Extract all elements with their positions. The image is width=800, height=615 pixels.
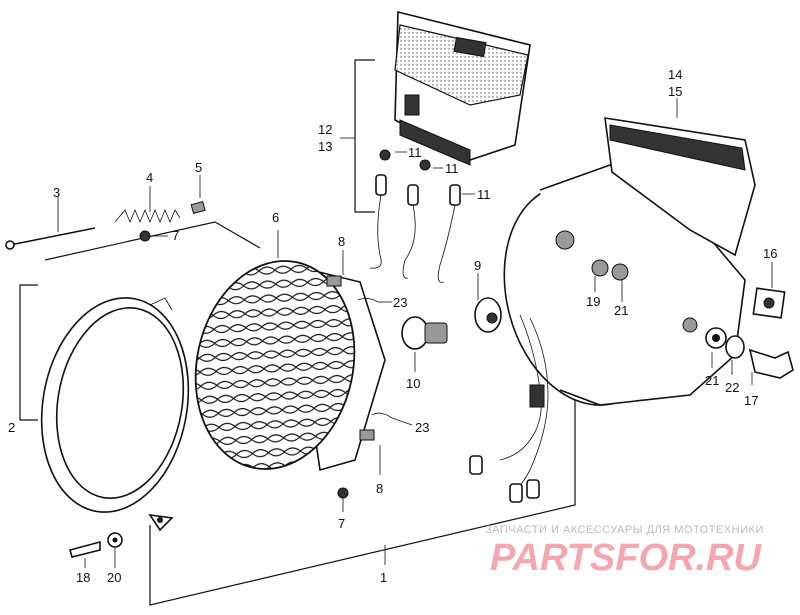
speedometer-unit [340,10,531,213]
label-20: 20 [107,570,121,585]
label-8b: 8 [376,481,383,496]
label-17: 17 [744,393,758,408]
part-labels: 1 2 3 4 5 6 7 7 8 8 9 10 11 11 11 12 13 … [8,67,777,585]
label-5: 5 [195,160,202,175]
headlight-lens-unit [194,230,413,512]
label-4: 4 [146,170,153,185]
watermark: ЗАПЧАСТИ И АКСЕССУАРЫ ДЛЯ МОТОТЕХНИКИ PA… [485,524,764,579]
label-1: 1 [380,570,387,585]
label-10: 10 [406,376,420,391]
label-9: 9 [474,258,481,273]
label-21a: 21 [614,303,628,318]
headlight-case [469,98,756,503]
headlight-rim [19,284,190,532]
label-22: 22 [725,380,739,395]
label-15: 15 [668,84,682,99]
label-8a: 8 [338,234,345,249]
label-19: 19 [586,294,600,309]
label-3: 3 [53,185,60,200]
bulb-and-socket [401,273,502,372]
label-23a: 23 [393,295,407,310]
label-13: 13 [318,139,332,154]
label-14: 14 [668,67,682,82]
label-16: 16 [763,246,777,261]
pilot-lamp-wires [369,149,475,283]
bottom-bolt-and-washer [69,532,123,568]
mounting-hardware [705,262,794,385]
label-23b: 23 [415,420,429,435]
label-18: 18 [76,570,90,585]
label-6: 6 [272,210,279,225]
label-11c: 11 [477,187,491,202]
label-11b: 11 [445,161,459,176]
part-1-guide-lines [149,400,576,606]
label-7b: 7 [338,516,345,531]
adjusting-screw-assembly [5,175,261,261]
label-7a: 7 [172,228,179,243]
label-2: 2 [8,420,15,435]
label-21b: 21 [705,373,719,388]
watermark-tagline: ЗАПЧАСТИ И АКСЕССУАРЫ ДЛЯ МОТОТЕХНИКИ [485,524,764,536]
watermark-logo: PARTSFOR.RU [490,537,762,579]
label-12: 12 [318,122,332,137]
label-11a: 11 [408,145,422,160]
